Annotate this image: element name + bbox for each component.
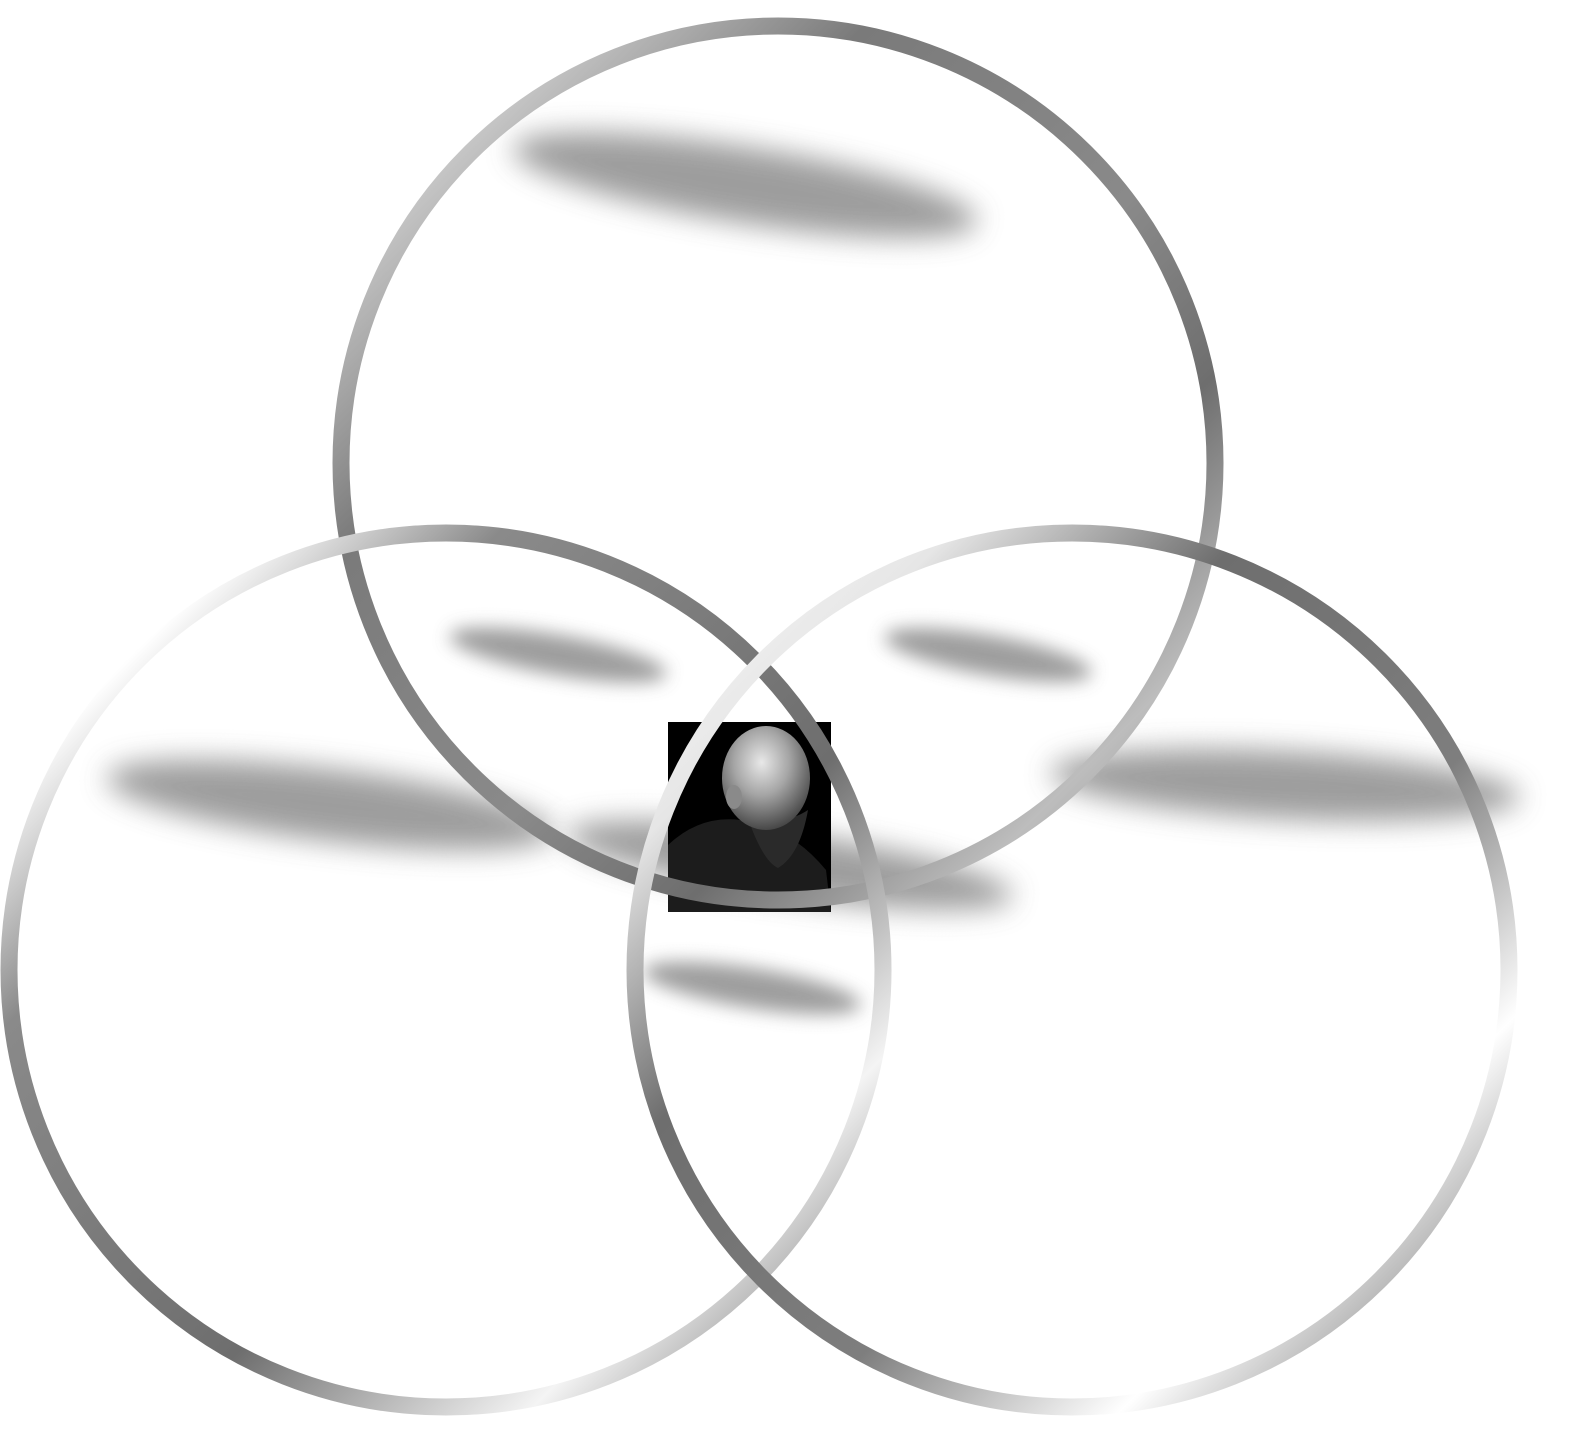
shadow-streak [643,961,861,1015]
shadow-streak [512,132,978,238]
shadow-streak [449,627,667,683]
photo-head [722,726,810,830]
venn-circle-left [0,524,892,1416]
photo-ear [726,785,742,809]
venn-circles [0,17,1518,1416]
shadow-streak [1050,748,1520,822]
venn-circle-right [626,524,1518,1416]
venn-circle-top [332,17,1224,909]
shadow-streak [884,628,1092,682]
shadow-streak [106,759,554,851]
portrait-photo [668,722,831,912]
